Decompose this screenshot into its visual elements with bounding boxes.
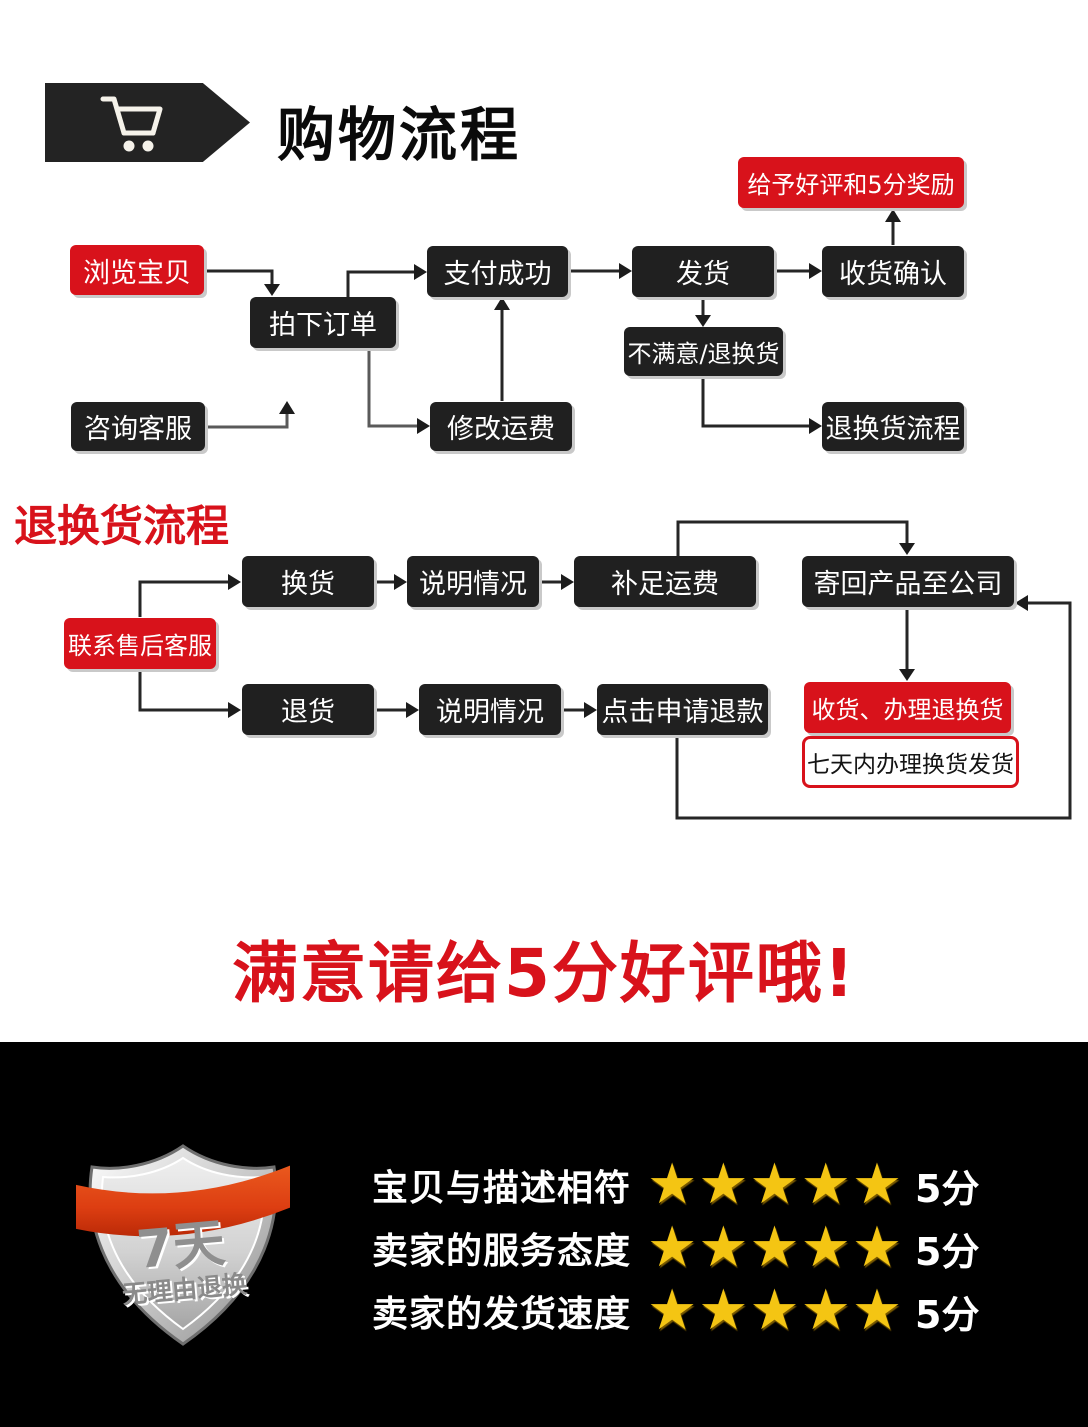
star-icon: ★ bbox=[800, 1215, 851, 1280]
seven-day-return-shield-icon: 7天 7天 无理由退换 无理由退换 bbox=[76, 1144, 290, 1346]
star-icon: ★ bbox=[800, 1278, 851, 1343]
flow1-node-order: 拍下订单 bbox=[250, 297, 396, 348]
rating-stars: ★ ★ ★ ★ ★ bbox=[647, 1157, 903, 1213]
star-icon: ★ bbox=[647, 1152, 698, 1217]
node-label: 收货、办理退换货 bbox=[811, 696, 1004, 724]
star-icon: ★ bbox=[749, 1278, 800, 1343]
rating-score: 5分 bbox=[915, 1166, 980, 1211]
cart-icon bbox=[100, 96, 163, 151]
star-icon: ★ bbox=[749, 1215, 800, 1280]
guarantee-panel: 7天 7天 无理由退换 无理由退换 宝贝与描述相符 ★ ★ ★ ★ ★ 5分 卖… bbox=[0, 1042, 1088, 1427]
node-label: 说明情况 bbox=[436, 697, 544, 728]
node-label: 联系售后客服 bbox=[68, 632, 212, 660]
shield-days-text: 7天 bbox=[134, 1213, 227, 1280]
flow2-node-freight: 补足运费 bbox=[574, 556, 756, 607]
rating-label: 卖家的发货速度 bbox=[372, 1294, 632, 1335]
header-badge bbox=[45, 83, 250, 162]
node-label: 给予好评和5分奖励 bbox=[747, 171, 955, 199]
returns-section-title: 退换货流程 bbox=[14, 502, 229, 552]
flow1-node-browse: 浏览宝贝 bbox=[70, 245, 204, 295]
node-label: 修改运费 bbox=[447, 414, 555, 445]
star-icon: ★ bbox=[698, 1152, 749, 1217]
star-icon: ★ bbox=[647, 1278, 698, 1343]
flow2-node-explain2: 说明情况 bbox=[419, 684, 561, 735]
node-label: 补足运费 bbox=[611, 569, 719, 600]
flow2-node-return: 退货 bbox=[242, 684, 374, 735]
flow2-node-seven-days: 七天内办理换货发货 bbox=[802, 736, 1019, 788]
flow2-node-apply-refund: 点击申请退款 bbox=[597, 684, 768, 735]
node-label: 支付成功 bbox=[443, 259, 552, 290]
rating-label: 卖家的服务态度 bbox=[372, 1231, 632, 1272]
node-label: 寄回产品至公司 bbox=[813, 569, 1003, 600]
node-label: 浏览宝贝 bbox=[83, 257, 191, 289]
flow1-node-confirm: 收货确认 bbox=[822, 246, 964, 297]
flow1-node-unsatisfied: 不满意/退换货 bbox=[624, 327, 783, 376]
flow1-node-consult: 咨询客服 bbox=[71, 402, 205, 451]
rating-stars: ★ ★ ★ ★ ★ bbox=[647, 1283, 903, 1339]
star-icon: ★ bbox=[851, 1215, 903, 1280]
rating-stars: ★ ★ ★ ★ ★ bbox=[647, 1220, 903, 1276]
star-icon: ★ bbox=[851, 1152, 903, 1217]
flow1-node-pay: 支付成功 bbox=[427, 246, 568, 297]
rating-row-service: 卖家的服务态度 ★ ★ ★ ★ ★ 5分 bbox=[372, 1220, 979, 1276]
rating-label: 宝贝与描述相符 bbox=[372, 1168, 632, 1209]
star-icon: ★ bbox=[749, 1152, 800, 1217]
slogan-text: 满意请给5分好评哦! bbox=[231, 935, 857, 1012]
node-label: 换货 bbox=[281, 569, 335, 600]
flow1-node-modify: 修改运费 bbox=[430, 402, 572, 451]
rating-row-shipping: 卖家的发货速度 ★ ★ ★ ★ ★ 5分 bbox=[372, 1283, 979, 1339]
node-label: 点击申请退款 bbox=[601, 697, 764, 728]
shield-days-text-emboss: 7天 bbox=[136, 1215, 229, 1282]
star-icon: ★ bbox=[800, 1152, 851, 1217]
flow1-node-praise: 给予好评和5分奖励 bbox=[738, 157, 964, 208]
node-label: 不满意/退换货 bbox=[627, 340, 780, 368]
rating-row-description: 宝贝与描述相符 ★ ★ ★ ★ ★ 5分 bbox=[372, 1157, 979, 1213]
star-icon: ★ bbox=[698, 1215, 749, 1280]
flow2-node-explain1: 说明情况 bbox=[407, 556, 539, 607]
node-label: 咨询客服 bbox=[84, 414, 192, 445]
node-label: 说明情况 bbox=[419, 569, 527, 600]
node-label: 退换货流程 bbox=[825, 414, 961, 445]
rating-score: 5分 bbox=[915, 1292, 980, 1337]
flow2-node-contact: 联系售后客服 bbox=[64, 618, 216, 669]
node-label: 拍下订单 bbox=[269, 310, 377, 341]
node-label: 收货确认 bbox=[839, 259, 947, 290]
page-title: 购物流程 bbox=[277, 101, 522, 169]
flow1-node-return-flow: 退换货流程 bbox=[822, 402, 964, 451]
flow1-node-ship: 发货 bbox=[632, 246, 774, 297]
flow2-node-sendback: 寄回产品至公司 bbox=[802, 556, 1014, 607]
node-label: 发货 bbox=[676, 259, 730, 290]
node-label: 退货 bbox=[281, 697, 335, 728]
star-icon: ★ bbox=[647, 1215, 698, 1280]
flow2-node-exchange: 换货 bbox=[242, 556, 374, 607]
flow2-node-receive-handle: 收货、办理退换货 bbox=[804, 682, 1011, 733]
star-icon: ★ bbox=[698, 1278, 749, 1343]
node-label: 七天内办理换货发货 bbox=[807, 752, 1014, 778]
rating-score: 5分 bbox=[915, 1229, 980, 1274]
star-icon: ★ bbox=[851, 1278, 903, 1343]
